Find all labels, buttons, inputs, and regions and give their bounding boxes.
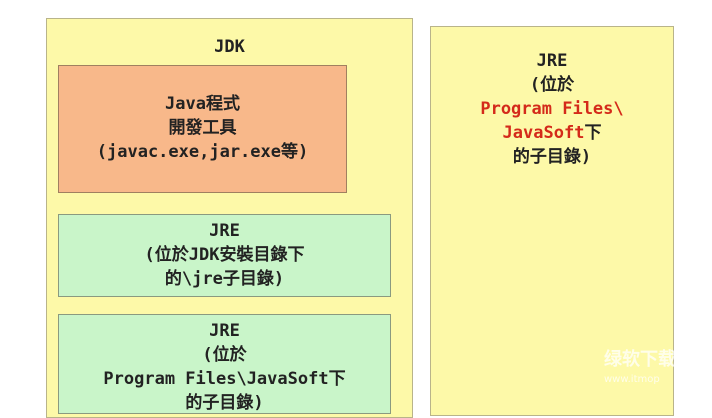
jre-line: Program Files\JavaSoft下 bbox=[103, 369, 346, 389]
tools-line: 開發工具 bbox=[168, 118, 237, 138]
jre-line: JRE bbox=[209, 321, 240, 341]
jre-line: (位於 bbox=[529, 75, 575, 95]
jre-line: (位於JDK安裝目錄下 bbox=[144, 245, 305, 265]
private-jre-box: JRE (位於JDK安裝目錄下 的\jre子目錄) bbox=[58, 214, 391, 297]
dev-tools-box: Java程式 開發工具 (javac.exe,jar.exe等) bbox=[58, 65, 347, 193]
jre-line: (位於 bbox=[202, 345, 247, 365]
jdk-title: JDK bbox=[214, 37, 245, 57]
jre-line: 的子目錄) bbox=[512, 147, 592, 167]
jre-line: JRE bbox=[209, 221, 240, 241]
jre-path-red: Program Files\ bbox=[480, 99, 624, 119]
tools-line: (javac.exe,jar.exe等) bbox=[96, 142, 309, 162]
public-jre-box: JRE (位於 Program Files\ JavaSoft下 的子目錄) bbox=[430, 26, 674, 416]
jre-path-red: JavaSoft bbox=[502, 123, 585, 143]
jre-title: JRE bbox=[536, 51, 568, 71]
jre-line: 下 bbox=[584, 123, 602, 143]
jre-line: 的\jre子目錄) bbox=[164, 269, 285, 289]
tools-line: Java程式 bbox=[165, 94, 240, 114]
jre-line: 的子目錄) bbox=[185, 393, 264, 413]
public-jre-inner-box: JRE (位於 Program Files\JavaSoft下 的子目錄) bbox=[58, 314, 391, 414]
